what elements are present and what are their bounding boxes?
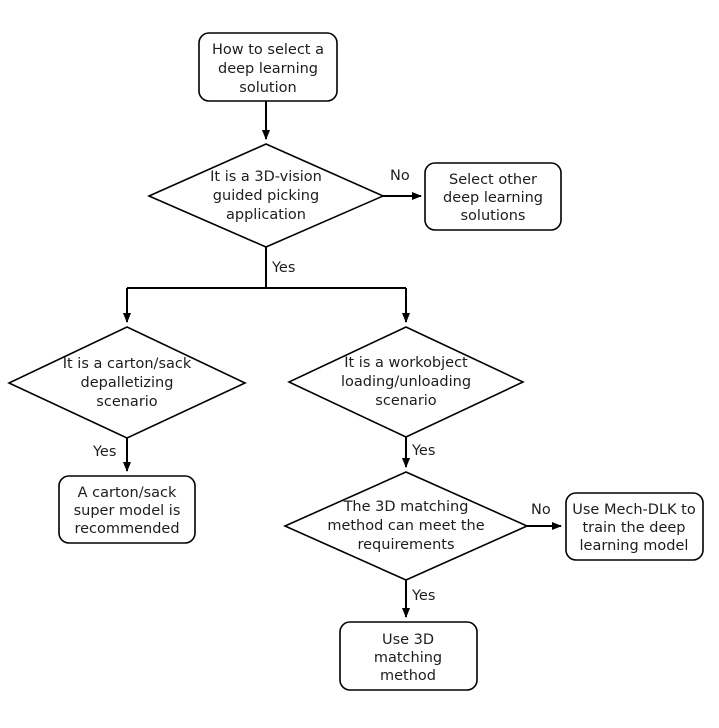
node-start[interactable]: How to select a deep learning solution [198,32,338,102]
node-use-3d-matching-line-2: matching [374,650,442,666]
node-decision-3d-vision-line-2: guided picking [213,188,319,204]
node-carton-super-model-line-3: recommended [74,521,179,537]
node-use-3d-matching-line-1: Use 3D [382,632,434,648]
edge-label-vision-no: No [390,168,410,184]
edge-label-workobject-yes: Yes [411,443,435,459]
node-select-other-line-1: Select other [449,172,537,188]
node-decision-workobject-shape[interactable] [287,326,525,438]
node-decision-matching[interactable]: The 3D matching method can meet the requ… [283,471,529,581]
node-use-mech-dlk-line-1: Use Mech-DLK to [572,502,696,518]
node-decision-3d-vision-line-3: application [226,207,306,223]
node-use-mech-dlk[interactable]: Use Mech-DLK to train the deep learning … [565,492,704,561]
node-decision-workobject-line-2: loading/unloading [341,374,471,390]
node-carton-super-model[interactable]: A carton/sack super model is recommended [58,475,196,544]
node-decision-workobject-line-3: scenario [375,393,437,409]
node-decision-carton-line-1: It is a carton/sack [63,356,192,372]
node-decision-matching-line-1: The 3D matching [343,499,469,515]
node-start-line-1: How to select a [212,42,324,58]
node-decision-3d-vision[interactable]: It is a 3D-vision guided picking applica… [147,143,385,248]
edges [123,101,562,618]
node-carton-super-model-line-1: A carton/sack [78,485,177,501]
node-use-mech-dlk-shape[interactable] [565,492,704,561]
node-select-other-shape[interactable] [424,162,562,231]
node-use-mech-dlk-line-2: train the deep [582,520,685,536]
edge-labels: No Yes Yes Yes No Yes [92,168,551,604]
node-decision-carton[interactable]: It is a carton/sack depalletizing scenar… [7,326,247,439]
node-decision-matching-line-3: requirements [357,537,454,553]
node-use-3d-matching[interactable]: Use 3D matching method [339,621,478,691]
node-decision-carton-shape[interactable] [7,326,247,439]
edge-label-matching-yes: Yes [411,588,435,604]
node-start-shape[interactable] [198,32,338,102]
node-use-3d-matching-line-3: method [380,668,436,684]
node-use-3d-matching-shape[interactable] [339,621,478,691]
node-decision-matching-shape[interactable] [283,471,529,581]
node-decision-carton-line-2: depalletizing [81,375,174,391]
node-decision-matching-line-2: method can meet the [327,518,484,534]
edge-label-carton-yes: Yes [92,444,116,460]
node-carton-super-model-shape[interactable] [58,475,196,544]
node-select-other-line-3: solutions [461,208,526,224]
node-select-other-line-2: deep learning [443,190,543,206]
node-decision-workobject[interactable]: It is a workobject loading/unloading sce… [287,326,525,438]
edge-label-vision-yes: Yes [271,260,295,276]
node-use-mech-dlk-line-3: learning model [580,538,689,554]
node-decision-3d-vision-shape[interactable] [147,143,385,248]
node-select-other[interactable]: Select other deep learning solutions [424,162,562,231]
node-start-line-2: deep learning [218,61,318,77]
node-decision-carton-line-3: scenario [96,394,158,410]
node-decision-workobject-line-1: It is a workobject [344,355,468,371]
node-carton-super-model-line-2: super model is [74,503,181,519]
node-decision-3d-vision-line-1: It is a 3D-vision [210,169,322,185]
node-start-line-3: solution [239,80,296,96]
edge-label-matching-no: No [531,502,551,518]
